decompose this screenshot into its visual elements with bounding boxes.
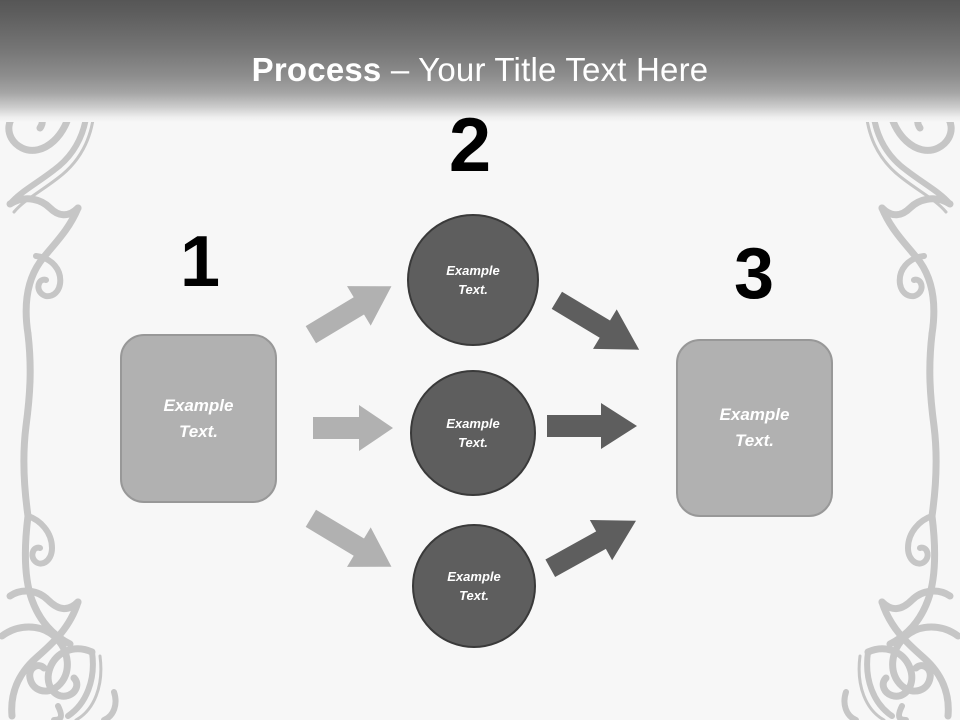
process-box-start-label-line1: Example <box>163 395 234 415</box>
page-title-light: – Your Title Text Here <box>381 51 709 88</box>
process-box-start-label: Example Text. <box>164 393 234 445</box>
page-title-bold: Process <box>251 51 382 88</box>
process-circle-top-label-line1: Example <box>446 263 500 278</box>
process-circle-bottom-label-line1: Example <box>447 569 501 584</box>
title-banner <box>0 0 960 122</box>
step-number-3: 3 <box>733 234 775 314</box>
process-circle-bottom-label-line2: Text. <box>459 588 489 603</box>
process-circle-middle-label-line2: Text. <box>458 435 488 450</box>
process-box-start-label-line2: Text. <box>178 421 219 441</box>
process-circle-bottom-label: Example Text. <box>447 567 500 605</box>
process-circle-middle-label-line1: Example <box>446 416 500 431</box>
process-box-end-label-line2: Text. <box>734 431 775 450</box>
process-box-end-label: Example Text. <box>720 402 790 454</box>
process-circle-top-label-line2: Text. <box>458 282 488 297</box>
step-number-1: 1 <box>179 222 221 302</box>
process-circle-middle-label: Example Text. <box>446 414 499 452</box>
process-box-start[interactable]: Example Text. <box>120 334 277 503</box>
decorative-flourish-right <box>814 96 960 720</box>
process-box-end[interactable]: Example Text. <box>676 339 833 517</box>
arrow-box-to-circle-bottom <box>302 498 402 588</box>
process-circle-top-label: Example Text. <box>446 261 499 299</box>
process-circle-top[interactable]: Example Text. <box>407 214 539 346</box>
arrow-circle-top-to-box <box>546 281 650 369</box>
process-circle-bottom[interactable]: Example Text. <box>412 524 536 648</box>
step-number-2: 2 <box>448 103 492 188</box>
page-title: Process – Your Title Text Here <box>0 50 960 90</box>
arrow-circle-bottom-to-box <box>540 500 648 588</box>
arrow-box-to-circle-top <box>302 265 402 355</box>
arrow-circle-middle-to-box <box>547 403 639 449</box>
process-box-end-label-line1: Example <box>719 405 790 424</box>
process-circle-middle[interactable]: Example Text. <box>410 370 536 496</box>
arrow-box-to-circle-middle <box>313 405 395 451</box>
